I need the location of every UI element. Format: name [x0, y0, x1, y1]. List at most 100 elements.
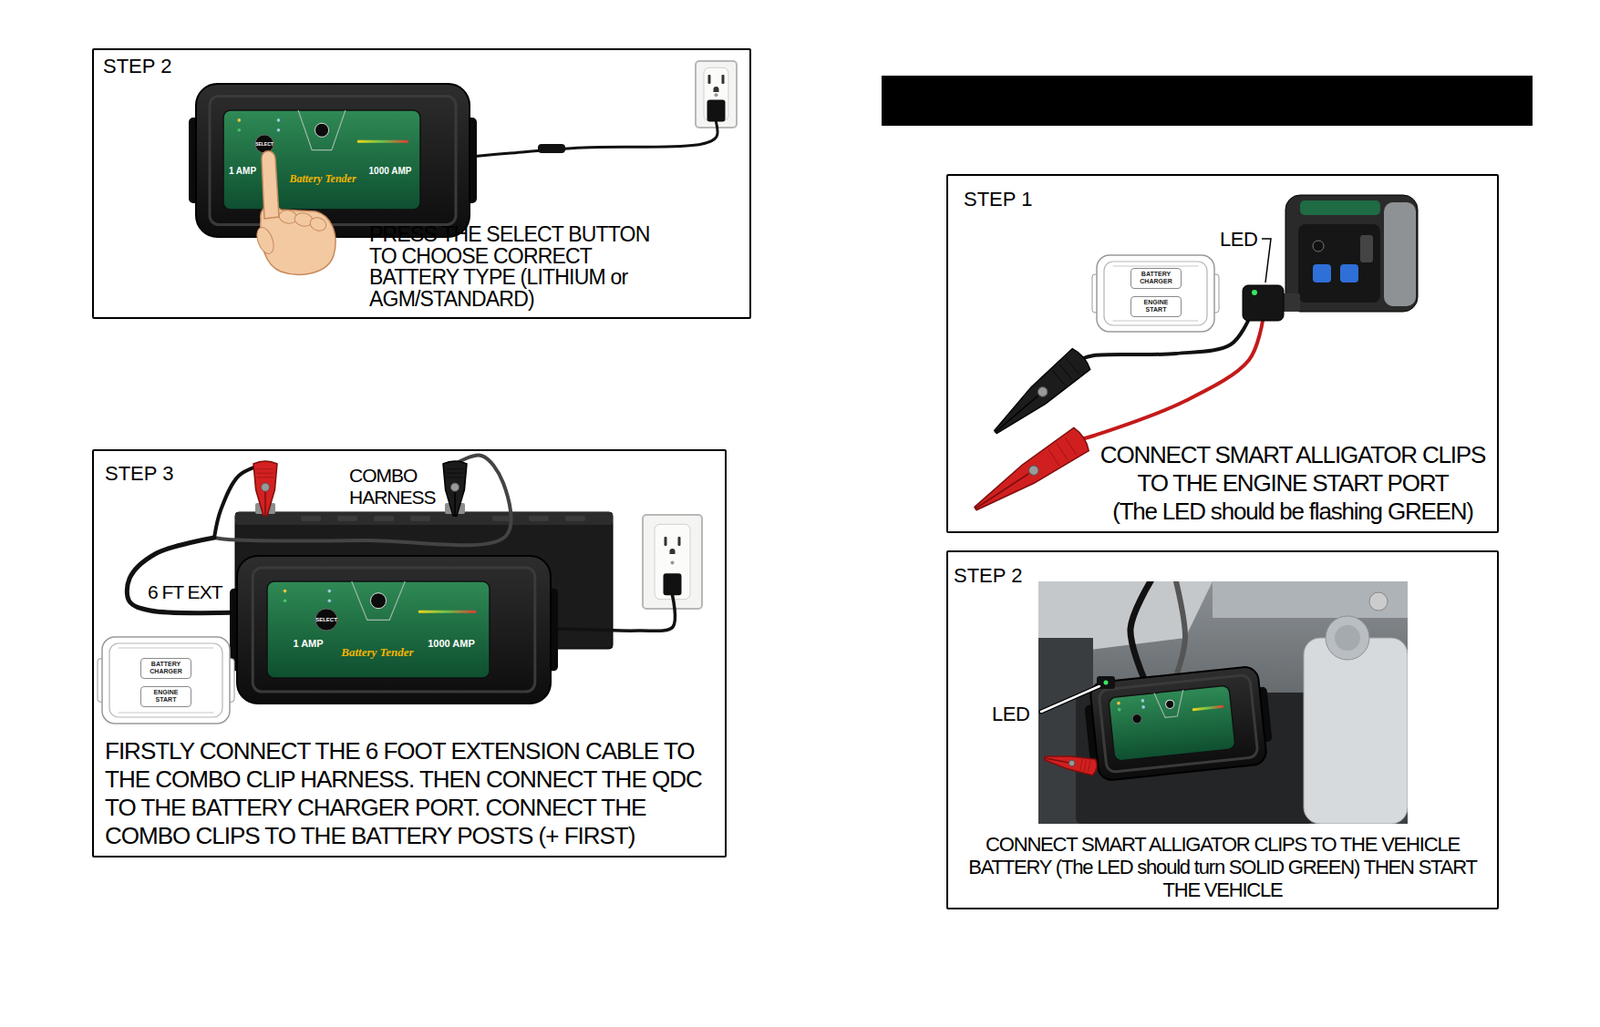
clip-spring [1068, 760, 1075, 767]
port-tag: ENGINE START [140, 686, 192, 708]
socket-slot [678, 536, 682, 547]
status-led [328, 598, 332, 603]
clip-ridge [257, 473, 274, 475]
charger-bezel [252, 567, 536, 692]
step-title: STEP 3 [104, 462, 174, 486]
power-button [1165, 700, 1175, 710]
charger-body [1089, 666, 1268, 783]
clip-ridge [1083, 760, 1086, 772]
status-led [1141, 705, 1146, 710]
power-button [1312, 240, 1324, 252]
screen-divider [351, 581, 406, 620]
clip-ridge [1056, 443, 1068, 461]
clip-ridge [1052, 371, 1066, 386]
brand-logo: Battery Tender [340, 645, 413, 661]
plug [663, 573, 682, 596]
status-led [1117, 708, 1122, 713]
led-indicator [1104, 681, 1109, 686]
callout-label: LED [1219, 227, 1258, 252]
port-label: ENGINE START [1135, 299, 1177, 315]
engine-start-port [1360, 235, 1373, 263]
screen-divider [298, 110, 346, 151]
smart-connector [1242, 285, 1284, 321]
status-led [328, 589, 332, 594]
sketch-outline [102, 637, 230, 724]
outlet-face [703, 67, 729, 121]
jump-starter-side [1383, 202, 1416, 307]
alligator-clip [968, 426, 1092, 521]
port-label: BATTERY CHARGER [1135, 270, 1177, 287]
callout-label: COMBO HARNESS [349, 464, 450, 509]
rating-label: 1000 AMP [369, 165, 413, 177]
battery-vent [337, 516, 358, 522]
plug [707, 100, 726, 123]
charge-meter [418, 610, 476, 614]
charger-screen [1108, 685, 1237, 763]
sketch-line [1113, 320, 1198, 322]
rating-label: 1000 AMP [427, 638, 475, 651]
sketch-outline [1104, 261, 1208, 326]
clip-spring [450, 483, 459, 492]
clip-ridge [1048, 449, 1060, 466]
select-button [1132, 713, 1143, 724]
clip-ridge [1066, 359, 1080, 374]
status-led [237, 128, 241, 133]
reservoir-cap [1334, 625, 1361, 651]
power-cord [470, 122, 718, 157]
jump-starter-screen [1300, 200, 1381, 216]
hand-finger [261, 151, 279, 219]
status-led [1116, 701, 1121, 706]
clip-jaw [1044, 758, 1070, 764]
charger-bezel [209, 95, 456, 225]
outlet-face [654, 524, 691, 599]
socket-ground [670, 548, 676, 555]
select-button [255, 134, 274, 154]
reservoir-cap [1325, 616, 1370, 661]
battery-vent [528, 516, 549, 522]
alligator-clip [253, 461, 278, 517]
battery-vent [300, 516, 321, 522]
clip-cable [214, 455, 512, 547]
leader-line [1041, 686, 1100, 713]
charge-meter [1192, 705, 1225, 713]
alligator-clip [1042, 750, 1098, 776]
battery-lid [235, 512, 613, 526]
battery-vent [410, 516, 431, 522]
button-label: SELECT [255, 141, 274, 147]
charger-screen [223, 110, 421, 210]
strut-bar [1212, 581, 1408, 619]
outlet-screw [714, 92, 719, 97]
sketch-line [118, 648, 214, 650]
led-indicator [1251, 289, 1258, 296]
clip-jaw [264, 490, 267, 517]
callout-label: LED [991, 702, 1030, 727]
screen-divider [1154, 690, 1187, 719]
button-label: SELECT [315, 617, 338, 624]
instruction-text: (The LED should be flashing GREEN) [1087, 497, 1498, 527]
port-tag: BATTERY CHARGER [140, 658, 192, 680]
step-title: STEP 2 [103, 54, 172, 79]
status-led [277, 118, 281, 123]
clip-spring [260, 483, 269, 492]
clip-ridge [1087, 761, 1090, 773]
clip-ridge [1059, 364, 1073, 380]
status-led [283, 589, 288, 594]
socket-slot [664, 536, 668, 547]
instruction-text: CONNECT SMART ALLIGATOR CLIPS TO THE ENG… [1087, 441, 1498, 498]
clip-ridge [1080, 759, 1083, 771]
cord-ferrite [537, 144, 566, 154]
sketch-outline [1096, 255, 1215, 332]
step-panel: STEP 2CONNECT SMART ALLIGATOR CLIPS TO T… [946, 550, 1499, 910]
battery-vent [373, 516, 394, 522]
clip-ridge [446, 468, 464, 470]
clip-jaw [995, 395, 1039, 433]
wall-outlet [695, 61, 737, 128]
bolt [1369, 592, 1388, 611]
power-button [314, 123, 329, 137]
step-title: STEP 1 [963, 187, 1033, 212]
alligator-clip [443, 461, 467, 517]
charger-screen [267, 581, 490, 679]
engine-bay-photo [1038, 581, 1408, 825]
header-bar [881, 75, 1533, 126]
clip-jaw [975, 474, 1029, 509]
